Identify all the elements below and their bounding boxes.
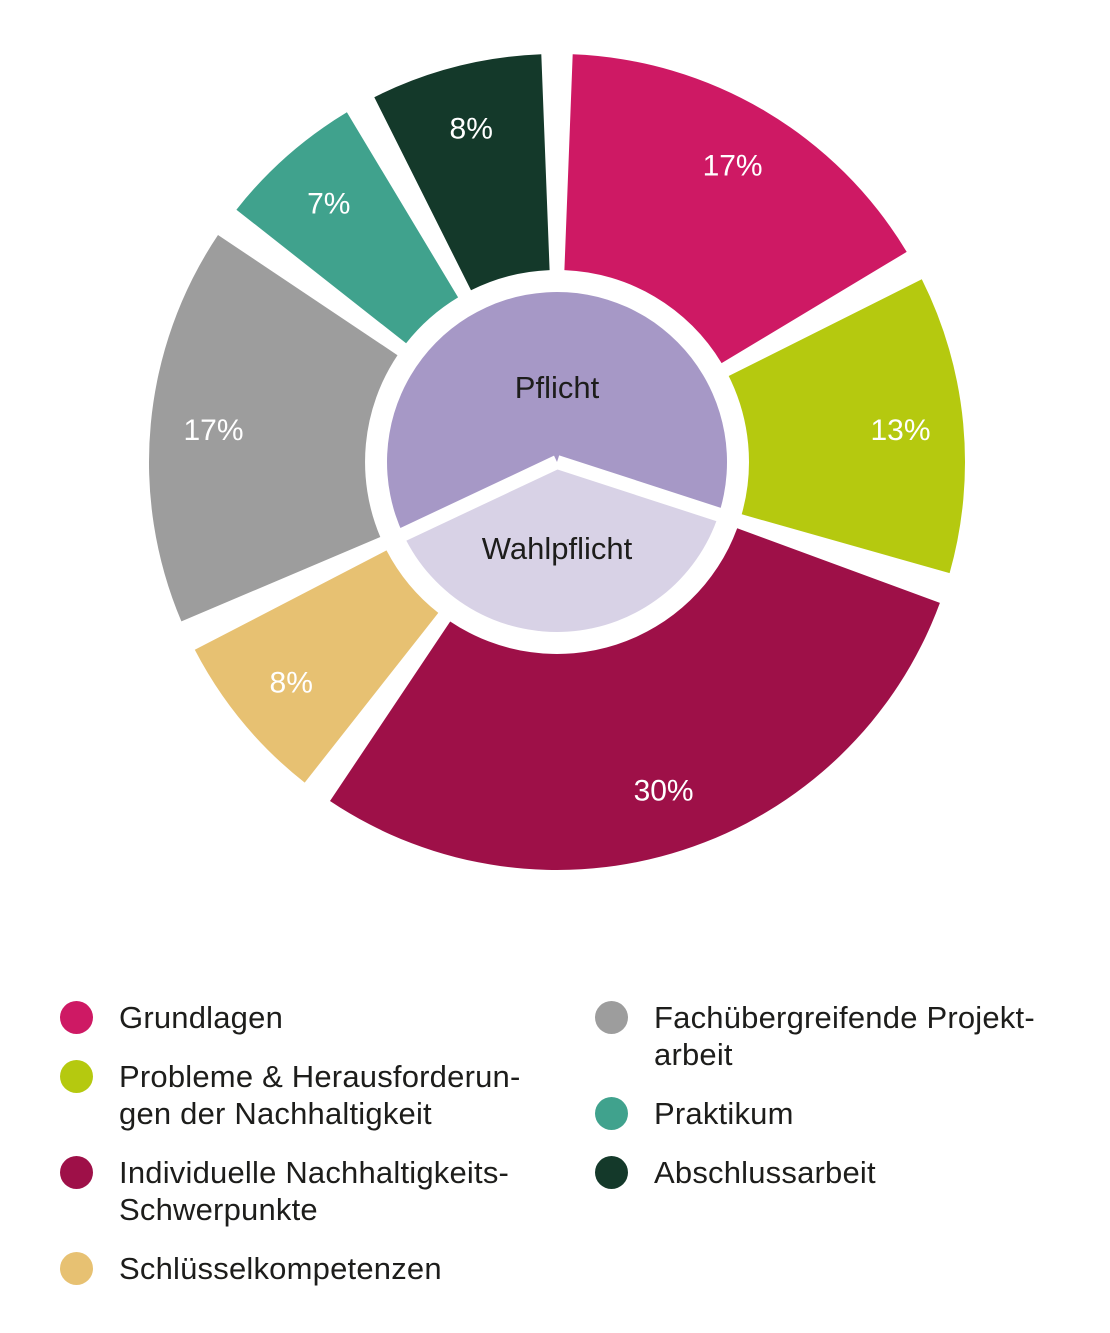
slice-percent-label: 13% [870,414,930,447]
legend-item-praktikum: Praktikum [595,1095,1070,1132]
slice-percent-label: 8% [270,666,313,699]
legend-color-dot [595,1001,628,1034]
slice-grundlagen [564,54,907,364]
slice-fachuebergreifende-projektarbeit [148,235,398,622]
slice-percent-label: 17% [183,414,243,447]
legend-item-probleme-herausforderungen: Probleme & Herausforderun- gen der Nachh… [60,1058,595,1132]
legend-color-dot [595,1097,628,1130]
legend-label: Schlüsselkompetenzen [119,1251,442,1286]
legend: Grundlagen Probleme & Herausforderun- ge… [60,999,1070,1287]
legend-label: Probleme & Herausforderun- gen der Nachh… [119,1059,521,1131]
center-label-wahlpflicht: Wahlpflicht [482,531,633,566]
center-circle [373,291,750,632]
legend-item-individuelle-schwerpunkte: Individuelle Nachhaltigkeits- Schwerpunk… [60,1154,595,1228]
legend-item-abschlussarbeit: Abschlussarbeit [595,1154,1070,1191]
legend-color-dot [60,1252,93,1285]
slice-percent-label: 8% [450,112,493,145]
legend-item-grundlagen: Grundlagen [60,999,595,1036]
center-sector-pflicht [387,291,728,535]
slice-individuelle-nachhaltigkeits-schwerpunkte [330,528,940,870]
slice-percent-label: 17% [703,150,763,183]
legend-color-dot [60,1060,93,1093]
center-label-pflicht: Pflicht [515,370,600,405]
legend-label: Fachübergreifende Projekt- arbeit [654,1000,1035,1072]
legend-column-right: Fachübergreifende Projekt- arbeit Prakti… [595,999,1070,1287]
legend-color-dot [60,1156,93,1189]
ring-slices [148,54,966,870]
center-divider [554,455,750,531]
legend-label: Abschlussarbeit [654,1155,876,1190]
legend-column-left: Grundlagen Probleme & Herausforderun- ge… [60,999,595,1287]
legend-item-schluesselkompetenzen: Schlüsselkompetenzen [60,1250,595,1287]
slice-percent-label: 30% [634,775,694,808]
legend-item-projektarbeit: Fachübergreifende Projekt- arbeit [595,999,1070,1073]
legend-label: Individuelle Nachhaltigkeits- Schwerpunk… [119,1155,510,1227]
legend-label: Grundlagen [119,1000,284,1035]
slice-probleme-herausforderungen-der-nachhaltigkeit [728,279,966,574]
center-divider [373,455,560,554]
legend-color-dot [595,1156,628,1189]
slice-abschlussarbeit [374,54,550,291]
slice-schluesselkompetenzen [194,550,439,783]
slice-praktikum [236,112,459,344]
legend-color-dot [60,1001,93,1034]
legend-label: Praktikum [654,1096,794,1131]
slice-percent-label: 7% [307,188,350,221]
